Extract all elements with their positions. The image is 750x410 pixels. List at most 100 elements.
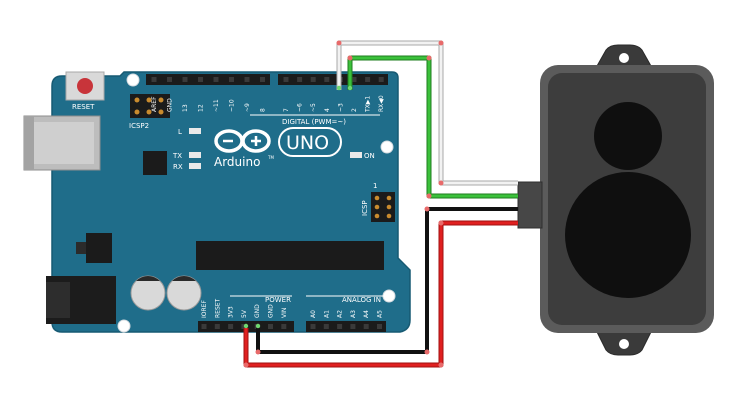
top-pin-label: 2 xyxy=(351,108,358,112)
usb-connector xyxy=(23,115,101,171)
led-l xyxy=(189,128,201,134)
top-pin-label: ~5 xyxy=(310,103,317,112)
reset-button[interactable] xyxy=(65,71,105,101)
top-pin-label: ~6 xyxy=(297,103,304,112)
sensor-connector xyxy=(517,181,543,229)
analog-header xyxy=(306,321,386,332)
pin-hole xyxy=(337,324,343,329)
usb-chip xyxy=(143,151,167,175)
led-tx-label: TX xyxy=(172,152,182,160)
pin-hole xyxy=(310,324,316,329)
top-pin-label: 12 xyxy=(198,104,205,112)
power-pin-label: GND xyxy=(254,304,261,318)
pin-hole xyxy=(228,324,234,329)
pin-hole xyxy=(229,77,234,82)
pin-hole xyxy=(363,324,369,329)
top-pin-label: AREF xyxy=(151,96,158,112)
trademark: TM xyxy=(267,155,274,160)
distance-sensor xyxy=(517,44,714,356)
top-pin-label: ~3 xyxy=(337,103,344,112)
pin-hole xyxy=(323,324,329,329)
led-tx xyxy=(189,152,201,158)
pin-hole xyxy=(365,77,371,82)
pin-hole xyxy=(350,324,356,329)
top-pin-label: ~10 xyxy=(229,99,236,112)
mount-hole xyxy=(126,73,140,87)
top-pin-label: 8 xyxy=(260,108,267,112)
wire-joints xyxy=(243,40,444,368)
pin-hole xyxy=(260,77,265,82)
led-l-label: L xyxy=(178,128,182,136)
power-pin-label: VIN xyxy=(281,308,288,318)
analog-label: ANALOG IN xyxy=(342,296,381,304)
analog-pin-label: A3 xyxy=(350,310,357,318)
top-pin-label: 7 xyxy=(283,108,290,112)
led-on xyxy=(350,152,362,158)
analog-pin-label: A5 xyxy=(377,310,384,318)
pin-hole xyxy=(244,77,250,82)
analog-pin-label: A2 xyxy=(337,310,344,318)
analog-pin-label: A0 xyxy=(310,310,317,318)
top-pin-label: 13 xyxy=(182,104,189,112)
sensor-tab-hole xyxy=(619,339,629,349)
power-label: POWER xyxy=(265,296,291,304)
pin-hole xyxy=(281,324,287,329)
icsp-pin1-label: 1 xyxy=(373,182,377,190)
power-jack xyxy=(46,276,116,324)
pin-hole xyxy=(378,77,384,82)
pin-hole xyxy=(283,77,289,82)
pin-hole xyxy=(351,77,357,82)
uno-badge xyxy=(278,127,342,157)
pin-hole xyxy=(377,324,382,329)
icsp2-header xyxy=(130,94,170,118)
pin-hole xyxy=(198,77,203,82)
power-pin-label: IOREF xyxy=(201,300,208,318)
analog-pin-label: A1 xyxy=(323,310,330,318)
mount-hole xyxy=(380,140,394,154)
pin-hole xyxy=(268,324,273,329)
capacitor xyxy=(166,275,202,311)
pin-hole xyxy=(201,324,207,329)
digital-label: DIGITAL (PWM=~) xyxy=(282,118,346,126)
arduino-logo xyxy=(214,129,271,153)
pin-hole xyxy=(167,77,172,82)
pin-hole xyxy=(324,77,330,82)
power-pin-label: GND xyxy=(268,304,275,318)
led-rx xyxy=(189,163,201,169)
digital-header-right xyxy=(278,74,388,85)
microcontroller xyxy=(196,241,384,270)
power-pin-label: 5V xyxy=(241,309,248,318)
led-rx-label: RX xyxy=(173,163,183,171)
voltage-regulator xyxy=(76,233,112,263)
sensor-tab-hole xyxy=(619,53,629,63)
top-pin-label: RX◀0 xyxy=(378,95,385,112)
sensor-lens-small xyxy=(594,102,662,170)
pin-hole xyxy=(297,77,303,82)
capacitor xyxy=(130,275,166,311)
mount-hole xyxy=(382,289,396,303)
mount-hole xyxy=(117,319,131,333)
sensor-lens-large xyxy=(565,172,691,298)
top-pin-label: 4 xyxy=(324,108,331,112)
icsp2-label: ICSP2 xyxy=(129,122,149,130)
top-pin-label: GND xyxy=(167,98,174,112)
top-pin-label: ~11 xyxy=(213,99,220,112)
pin-hole xyxy=(213,77,219,82)
top-pin-label: ~9 xyxy=(244,103,251,112)
icsp-label: ICSP xyxy=(361,200,369,216)
brand-name: Arduino xyxy=(214,155,260,169)
digital-header-left xyxy=(146,74,270,85)
pin-hole xyxy=(182,77,188,82)
pin-hole xyxy=(310,77,316,82)
top-pin-label: TX▶1 xyxy=(365,96,372,113)
reset-label: RESET xyxy=(72,103,95,111)
icsp-header xyxy=(371,192,395,222)
power-pin-label: RESET xyxy=(214,298,221,318)
led-on-label: ON xyxy=(364,152,375,160)
analog-pin-label: A4 xyxy=(363,310,370,318)
pin-hole xyxy=(151,77,157,82)
pin-hole xyxy=(214,324,220,329)
power-pin-label: 3V3 xyxy=(228,306,235,318)
